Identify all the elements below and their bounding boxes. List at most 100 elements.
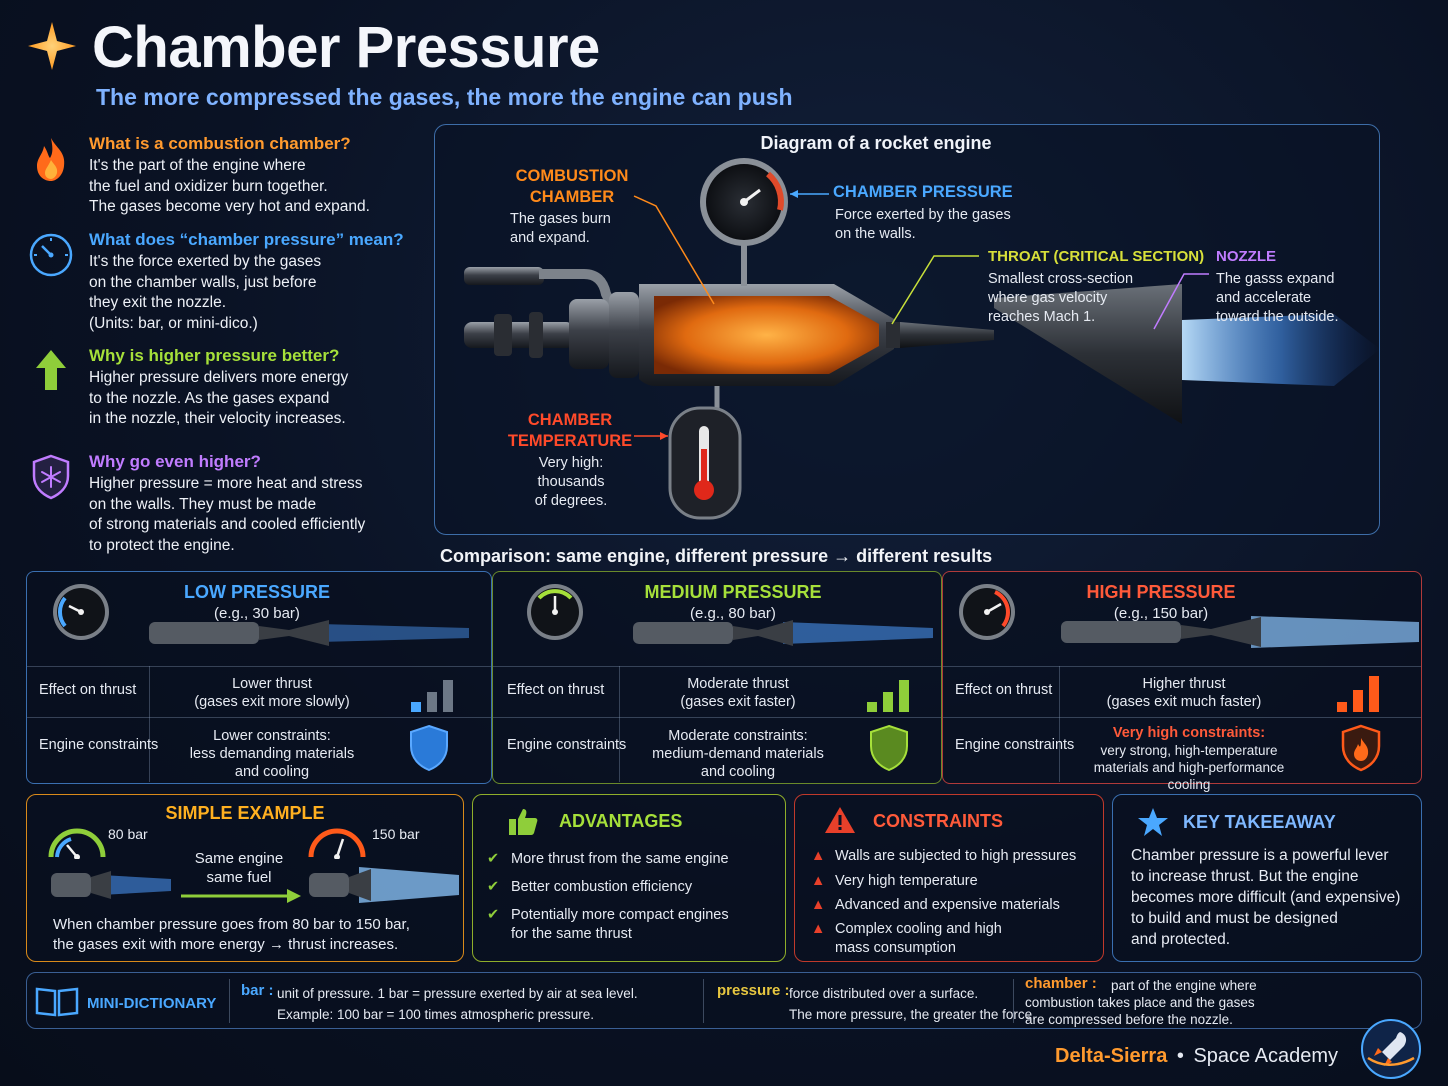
advantages-title: ADVANTAGES [559, 811, 683, 831]
column-example: (e.g., 80 bar) [690, 605, 776, 622]
label-nozzle-text: The gasss expand and accelerate toward t… [1216, 271, 1339, 325]
answer-text: Higher pressure delivers more energy to … [89, 369, 349, 427]
thrust-text: Lower thrust (gases exit more slowly) [194, 676, 350, 710]
gauge-icon [527, 584, 583, 640]
brand-name: Delta-Sierra [1055, 1045, 1168, 1067]
check-icon: ✔ [487, 907, 500, 923]
dictionary-def: unit of pressure. 1 bar = pressure exert… [277, 986, 638, 1022]
page-title: Chamber Pressure [92, 15, 600, 80]
comparison-medium-pressure: MEDIUM PRESSURE (e.g., 80 bar) Effect on… [492, 571, 942, 784]
flame-icon [37, 138, 65, 181]
key-takeaway-box: KEY TAKEEAWAY Chamber pressure is a powe… [1112, 794, 1422, 962]
mini-dictionary: MINI-DICTIONARY bar : unit of pressure. … [26, 972, 1422, 1029]
arrow-right-icon [181, 889, 301, 903]
comparison-low-pressure: LOW PRESSURE (e.g., 30 bar) Effect on th… [26, 571, 492, 784]
rocket-engine-illustration [464, 158, 1380, 520]
takeaway-title: KEY TAKEEAWAY [1183, 812, 1336, 832]
academy-logo-icon [1361, 1019, 1421, 1079]
shield-icon [410, 724, 448, 772]
warning-icon: ▲ [811, 848, 826, 864]
column-example: (e.g., 30 bar) [214, 605, 300, 622]
warning-icon: ▲ [811, 897, 826, 913]
qa-even-higher: Why go even higher? Higher pressure = mo… [26, 452, 406, 562]
engine-thumbnail [633, 620, 933, 646]
exhaust-plume [1182, 314, 1380, 386]
check-icon: ✔ [487, 879, 500, 895]
simple-example-box: SIMPLE EXAMPLE 80 bar 150 bar Same engin… [26, 794, 464, 962]
dictionary-def: part of the engine where combustion take… [1025, 978, 1257, 1027]
dictionary-term: pressure : [717, 982, 790, 999]
constraint-item: Complex cooling and high mass consumptio… [835, 921, 1002, 956]
constraint-item: Advanced and expensive materials [835, 897, 1060, 913]
arrow-up-icon [36, 350, 66, 390]
comparison-title: Comparison: same engine, different press… [440, 546, 993, 566]
label-combustion-chamber: COMBUSTION CHAMBER [515, 167, 629, 206]
answer-text: It's the part of the engine where the fu… [89, 157, 370, 215]
qa-chamber-pressure: What does “chamber pressure” mean? It's … [26, 230, 406, 340]
takeaway-text: Chamber pressure is a powerful lever to … [1131, 847, 1401, 948]
warning-icon: ▲ [811, 921, 826, 937]
advantage-item: More thrust from the same engine [511, 851, 729, 867]
bar-chart-icon [411, 680, 453, 712]
gauge-icon [959, 584, 1015, 640]
answer-text: Higher pressure = more heat and stress o… [89, 475, 366, 554]
combustion-fire [654, 296, 879, 374]
comparison-high-pressure: HIGH PRESSURE (e.g., 150 bar) Effect on … [942, 571, 1422, 792]
dictionary-def: force distributed over a surface. The mo… [789, 986, 1036, 1022]
shield-icon [870, 724, 908, 772]
brand-separator: • [1176, 1045, 1184, 1067]
bar-chart-icon [1337, 676, 1379, 712]
warning-icon [825, 807, 855, 833]
question-label: Why go even higher? [89, 452, 261, 471]
constraints-head: Very high constraints: [1112, 725, 1266, 741]
column-example: (e.g., 150 bar) [1113, 605, 1209, 622]
check-icon: ✔ [487, 851, 500, 867]
low-pressure-label: 80 bar [108, 826, 148, 842]
dictionary-term: chamber : [1025, 975, 1097, 992]
row-label-thrust: Effect on thrust [39, 682, 137, 698]
bar-chart-icon [867, 680, 909, 712]
label-chamber-temperature-text: Very high: thousands of degrees. [534, 455, 608, 509]
star-icon [1138, 808, 1168, 836]
thumbs-up-icon [509, 809, 538, 835]
question-label: What is a combustion chamber? [89, 134, 351, 153]
dictionary-title: MINI-DICTIONARY [87, 995, 217, 1012]
shield-snowflake-icon [32, 454, 70, 500]
row-label-thrust: Effect on thrust [507, 682, 605, 698]
simple-example-title: SIMPLE EXAMPLE [165, 803, 325, 823]
label-throat-text: Smallest cross-section where gas velocit… [988, 271, 1134, 325]
question-label: What does “chamber pressure” mean? [89, 230, 404, 249]
qa-higher-pressure: Why is higher pressure better? Higher pr… [26, 346, 406, 436]
advantage-item: Potentially more compact engines for the… [511, 907, 729, 942]
engine-thumbnail [149, 620, 469, 646]
thrust-text: Moderate thrust (gases exit faster) [680, 676, 796, 710]
gauge-icon [29, 233, 73, 277]
gauge-icon [308, 828, 366, 859]
high-pressure-label: 150 bar [372, 826, 420, 842]
same-engine-text: Same engine same fuel [194, 850, 284, 886]
row-label-thrust: Effect on thrust [955, 682, 1053, 698]
engine-thumbnail [309, 867, 459, 903]
footer-brand: Delta-Sierra • Space Academy [1055, 1045, 1338, 1068]
nozzle-bell [994, 284, 1182, 424]
label-nozzle: NOZZLE [1216, 248, 1276, 265]
constraints-box: CONSTRAINTS ▲ Walls are subjected to hig… [794, 794, 1104, 962]
constraints-text: Moderate constraints: medium-demand mate… [652, 728, 824, 780]
constraints-text: very strong, high-temperature materials … [1093, 743, 1285, 792]
feed-pipes [464, 267, 639, 378]
engine-thumbnail [1061, 616, 1419, 648]
label-chamber-pressure-text: Force exerted by the gases on the walls. [835, 207, 1011, 242]
row-label-constraints: Engine constraints [507, 737, 627, 753]
simple-example-text: When chamber pressure goes from 80 bar t… [53, 916, 410, 953]
label-combustion-chamber-text: The gases burn and expand. [510, 211, 611, 246]
answer-text: It's the force exerted by the gases on t… [89, 253, 322, 332]
thrust-text: Higher thrust (gases exit much faster) [1106, 676, 1262, 710]
constraint-item: Walls are subjected to high pressures [835, 848, 1077, 864]
academy-name: Space Academy [1193, 1045, 1338, 1067]
row-label-constraints: Engine constraints [955, 737, 1075, 753]
question-label: Why is higher pressure better? [89, 346, 340, 365]
label-chamber-pressure: CHAMBER PRESSURE [833, 183, 1013, 201]
diagram-title: Diagram of a rocket engine [760, 133, 992, 153]
constraints-title: CONSTRAINTS [873, 811, 1003, 831]
row-label-constraints: Engine constraints [39, 737, 159, 753]
